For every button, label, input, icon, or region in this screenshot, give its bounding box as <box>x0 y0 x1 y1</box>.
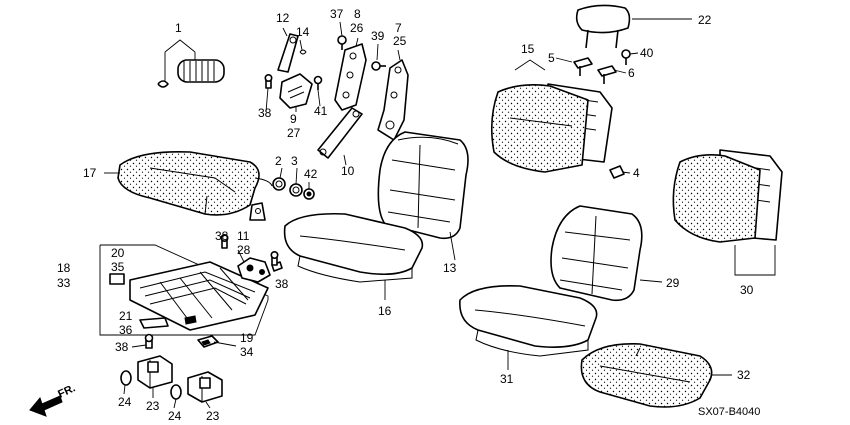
callout-29: 29 <box>666 276 680 290</box>
part-9-recliner-plate <box>279 73 313 109</box>
part-22-headrest <box>575 4 692 49</box>
callout-14: 14 <box>296 25 310 39</box>
callout-8: 8 <box>354 7 361 21</box>
callout-40: 40 <box>640 46 654 60</box>
callout-22: 22 <box>698 13 712 27</box>
callout-18: 18 <box>57 261 71 275</box>
callout-13: 13 <box>443 261 457 275</box>
callout-35: 35 <box>111 260 125 274</box>
direction-label: FR. <box>56 382 77 400</box>
part-32-cushion-pad <box>580 343 732 408</box>
part-6-guide <box>597 65 617 84</box>
part-5-guide <box>573 57 593 76</box>
callout-6: 6 <box>628 66 635 80</box>
part-41-bolt <box>313 75 323 90</box>
part-23-feet <box>137 355 223 403</box>
part-25-recliner <box>377 59 409 141</box>
callout-23a: 23 <box>146 399 160 413</box>
callout-19: 19 <box>240 331 254 345</box>
part-29-seat-back <box>550 205 663 302</box>
callout-38b: 38 <box>215 229 229 243</box>
callout-16: 16 <box>378 304 392 318</box>
callout-38d: 38 <box>115 340 129 354</box>
callout-11: 11 <box>237 229 250 243</box>
callout-28: 28 <box>237 243 251 257</box>
callout-30: 30 <box>740 283 754 297</box>
part-42-nut <box>303 188 315 200</box>
callout-24b: 24 <box>168 409 182 423</box>
part-2-bushing <box>272 177 286 191</box>
callout-10: 10 <box>341 164 355 178</box>
part-24-caps <box>120 370 182 400</box>
part-13-seat-back <box>377 131 469 261</box>
callout-31: 31 <box>500 372 514 386</box>
callout-34: 34 <box>240 345 254 359</box>
front-direction-arrow: FR. <box>29 382 77 417</box>
part-18-seat-frame <box>99 244 269 336</box>
callout-12: 12 <box>276 11 290 25</box>
part-31-seat-cushion <box>459 284 598 370</box>
diagram-code: SX07-B4040 <box>698 406 760 418</box>
callout-20: 20 <box>111 246 125 260</box>
callout-25: 25 <box>393 34 407 48</box>
callout-37: 37 <box>330 7 344 21</box>
part-17-cushion-pad <box>104 150 273 216</box>
part-14-spring <box>299 49 307 55</box>
callout-4: 4 <box>633 166 640 180</box>
part-39-bolt <box>371 61 386 71</box>
callout-26: 26 <box>350 21 364 35</box>
part-3-bushing <box>289 183 303 197</box>
callout-5: 5 <box>548 51 555 65</box>
callout-27: 27 <box>287 126 301 140</box>
callout-2: 2 <box>275 154 282 168</box>
callout-33: 33 <box>57 276 71 290</box>
callout-9: 9 <box>290 112 297 126</box>
part-15-rear-back-assy <box>490 59 625 179</box>
callout-38c: 38 <box>275 277 289 291</box>
part-1-spring-clips <box>157 39 225 88</box>
callout-42: 42 <box>304 167 318 181</box>
callout-24a: 24 <box>118 395 132 409</box>
callout-17: 17 <box>83 166 97 180</box>
part-40-bolt <box>621 49 631 65</box>
callout-15: 15 <box>521 42 535 56</box>
part-11-bracket <box>249 202 266 221</box>
callout-36: 36 <box>119 323 133 337</box>
callout-32: 32 <box>737 368 751 382</box>
part-26-recliner <box>334 43 367 111</box>
callout-38a: 38 <box>258 106 272 120</box>
part-19-clip <box>197 335 219 348</box>
callout-41: 41 <box>314 104 328 118</box>
callout-39: 39 <box>371 29 385 43</box>
part-12-lever <box>277 33 299 73</box>
callout-1: 1 <box>175 21 182 35</box>
callout-labels: 1 2 3 4 5 6 7 8 9 10 11 12 13 14 15 16 1… <box>57 7 754 423</box>
callout-23b: 23 <box>206 409 220 423</box>
part-38-bolts <box>144 74 279 349</box>
part-37-bolt <box>337 35 347 50</box>
callout-21: 21 <box>119 309 133 323</box>
part-30-rear-back <box>672 149 783 276</box>
callout-7: 7 <box>395 21 402 35</box>
part-10-link <box>317 107 363 159</box>
callout-3: 3 <box>291 154 298 168</box>
part-16-seat-cushion <box>283 212 424 300</box>
callout-leaders <box>123 21 639 409</box>
